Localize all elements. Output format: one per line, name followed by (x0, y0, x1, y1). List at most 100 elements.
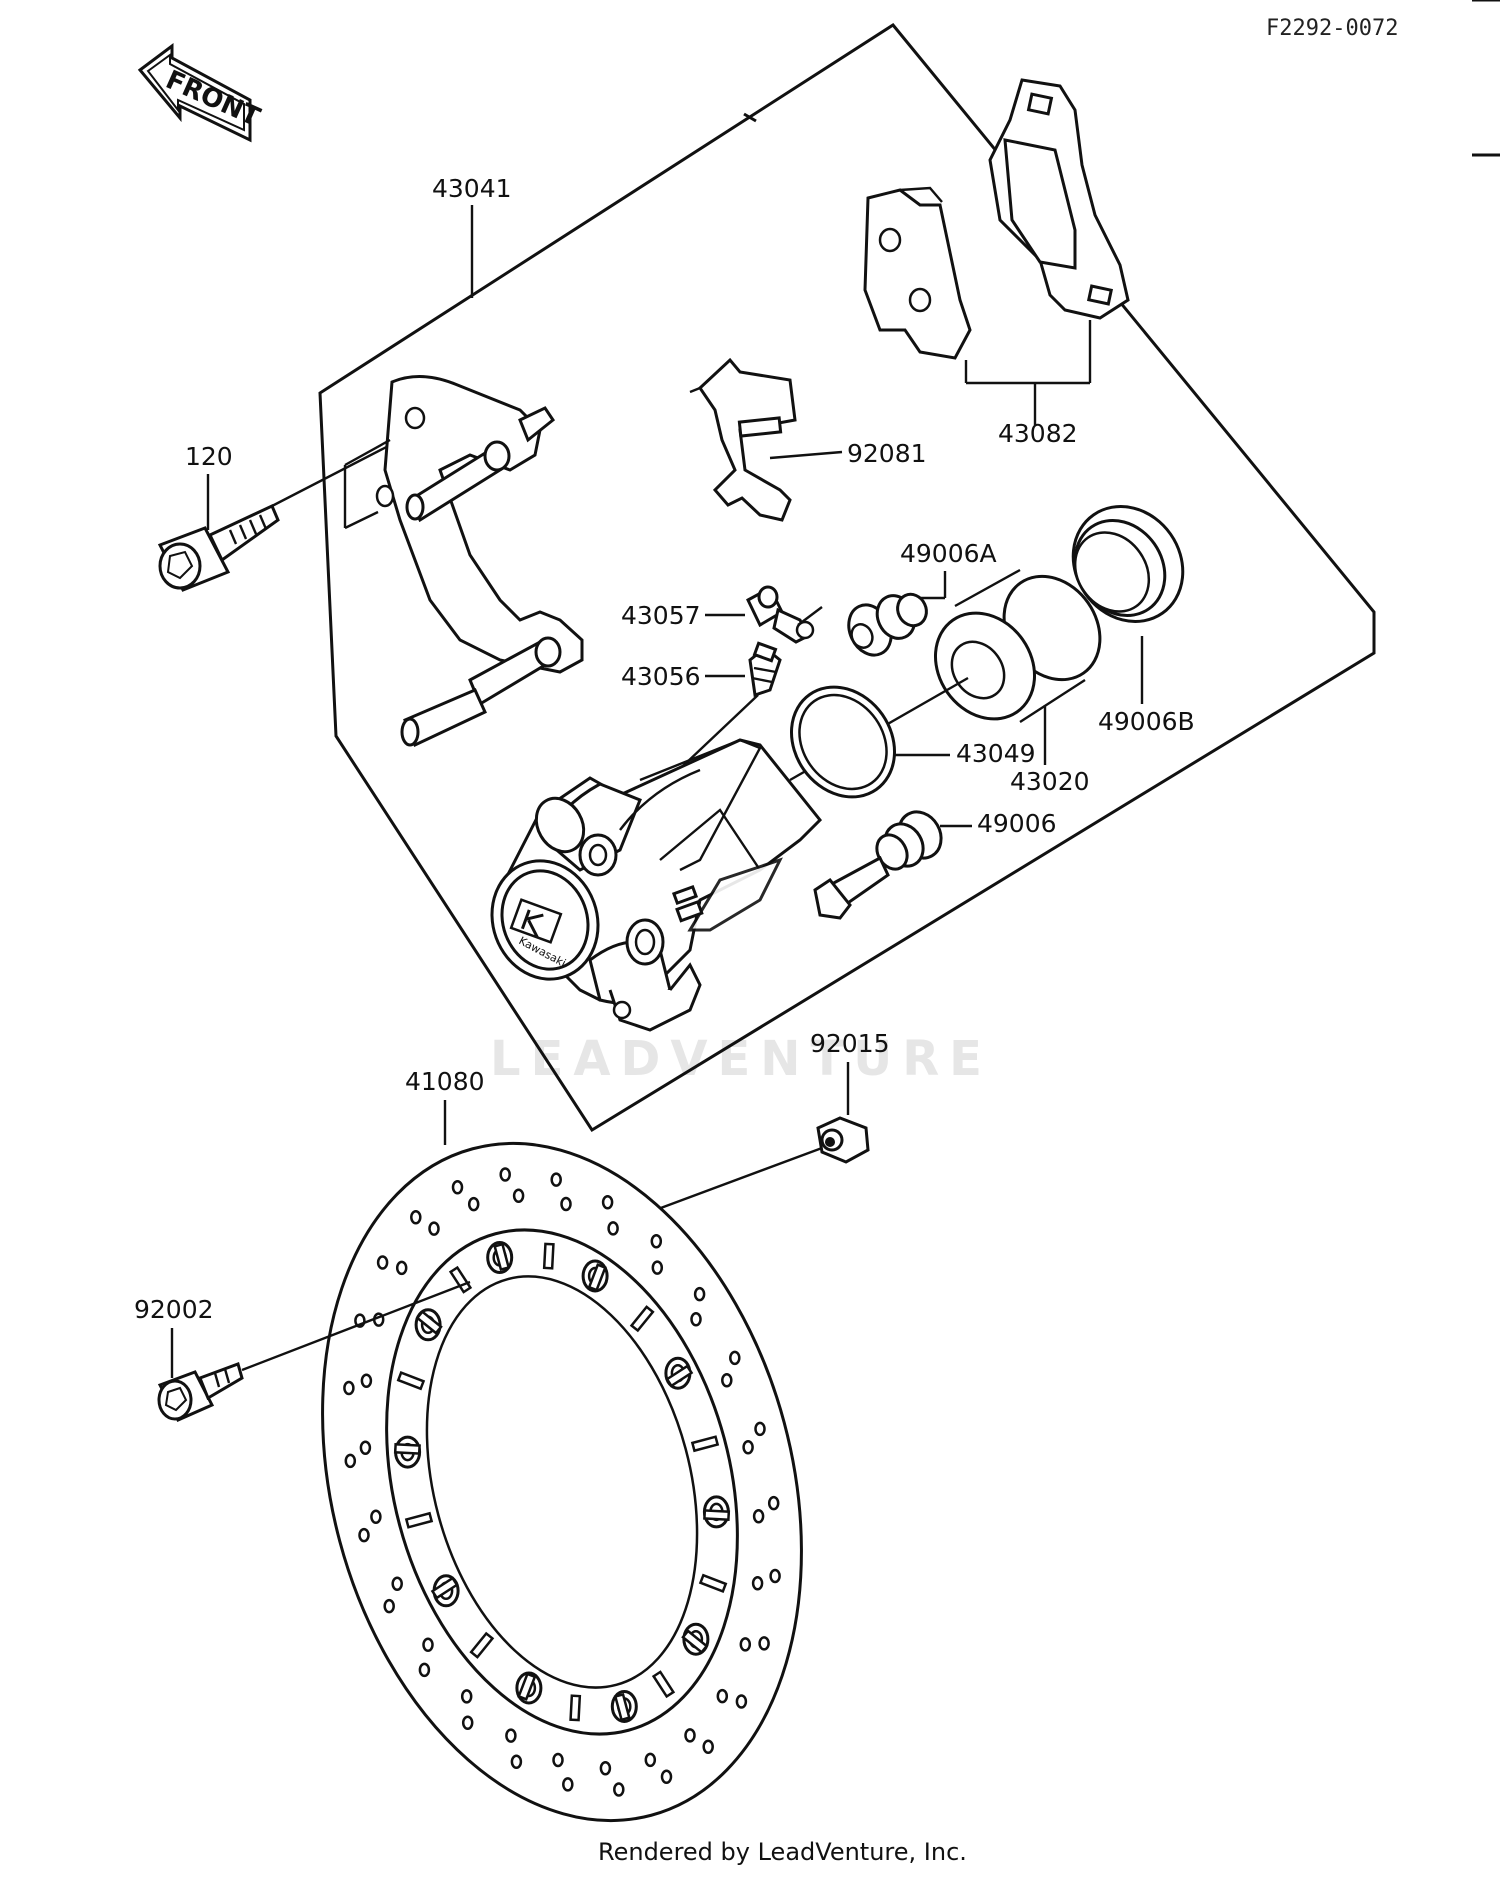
disc-drill-hole (370, 1509, 382, 1525)
disc-drill-hole (754, 1421, 766, 1437)
disc-drill-hole (359, 1440, 372, 1455)
disc-drill-hole (716, 1688, 729, 1704)
label-92015: 92015 (810, 1029, 890, 1058)
disc-slot (430, 1576, 459, 1600)
label-41080: 41080 (405, 1067, 485, 1096)
label-92002: 92002 (134, 1295, 214, 1324)
disc-slot (542, 1242, 555, 1270)
label-43056: 43056 (621, 662, 701, 691)
disc-drill-hole (735, 1694, 748, 1709)
disc-drill-hole (752, 1509, 765, 1524)
disc-slot (396, 1371, 426, 1391)
disc-drill-hole (644, 1752, 657, 1768)
drawing-code: F2292-0072 (1266, 16, 1398, 41)
disc-drill-hole (344, 1453, 357, 1469)
disc-drill-hole (769, 1568, 781, 1584)
piston-seal-43049-icon (789, 685, 897, 799)
label-49006: 49006 (977, 809, 1057, 838)
disc-drill-hole (461, 1715, 474, 1731)
disc-slot (569, 1694, 582, 1722)
disc-slot (698, 1573, 728, 1593)
disc-slot (415, 1309, 443, 1335)
disc-drill-hole (343, 1380, 355, 1396)
disc-drill-hole (499, 1167, 511, 1182)
disc-drill-hole (410, 1209, 422, 1225)
nut-92015-icon (649, 1116, 870, 1214)
disc-drill-hole (690, 1311, 702, 1327)
disc-drill-hole (613, 1782, 625, 1797)
disc-drill-hole (650, 1233, 663, 1249)
disc-drill-hole (360, 1373, 373, 1388)
disc-drill-hole (607, 1221, 619, 1236)
disc-slot (651, 1670, 676, 1699)
disc-slot (690, 1435, 720, 1453)
label-43041: 43041 (432, 174, 512, 203)
front-arrow-icon: FRONT (137, 43, 264, 143)
disc-drill-hole (651, 1260, 664, 1275)
dust-boot-49006A-icon (847, 592, 928, 657)
disc-slot (493, 1242, 511, 1272)
disc-slot (393, 1442, 421, 1455)
label-49006B: 49006B (1098, 707, 1195, 736)
disc-drill-hole (660, 1769, 673, 1784)
disc-drill-hole (422, 1637, 434, 1653)
kawasaki-logo-icon (509, 898, 563, 944)
footer-credit: Rendered by LeadVenture, Inc. (598, 1838, 967, 1866)
assembly-outline (318, 23, 1376, 1133)
disc-drill-hole (552, 1752, 564, 1768)
disc-drill-hole (376, 1255, 389, 1270)
dust-seal-49006B-icon (1071, 505, 1185, 623)
disc-drill-hole (383, 1598, 395, 1614)
disc-drill-hole (418, 1662, 431, 1678)
label-43020: 43020 (1010, 767, 1090, 796)
disc-drill-hole (428, 1221, 440, 1236)
disc-drill-hole (729, 1350, 741, 1366)
disc-slot (587, 1263, 607, 1292)
watermark: LEADVENTURE (490, 1031, 992, 1087)
disc-slot (681, 1629, 709, 1655)
disc-drill-hole (467, 1196, 480, 1212)
disc-slot (469, 1631, 495, 1659)
label-49006A: 49006A (900, 539, 997, 568)
disc-drill-hole (758, 1636, 770, 1651)
caliper-body-icon: Kawasaki (490, 738, 823, 1032)
disc-slot (629, 1305, 655, 1333)
disc-slot (613, 1692, 631, 1722)
disc-slot (448, 1265, 473, 1294)
disc-drill-hole (560, 1196, 572, 1212)
brake-disc-41080-icon (321, 1141, 803, 1823)
label-43057: 43057 (621, 601, 701, 630)
label-92081: 92081 (847, 439, 927, 468)
bleeder-cap-43057-icon (746, 585, 823, 644)
disc-drill-hole (767, 1495, 780, 1511)
slide-pin-boot-49006-icon (813, 810, 943, 920)
disc-slot (517, 1672, 537, 1701)
pad-spring-92081-icon (689, 357, 797, 522)
disc-drill-hole (395, 1260, 408, 1276)
disc-drill-hole (721, 1373, 733, 1388)
disc-drill-hole (739, 1637, 752, 1652)
piston-43020-icon (789, 568, 1102, 782)
disc-drill-hole (562, 1777, 574, 1792)
disc-drill-hole (512, 1188, 525, 1203)
disc-drill-hole (391, 1576, 403, 1591)
disc-slot (665, 1364, 694, 1388)
disc-drill-hole (702, 1739, 714, 1755)
label-120: 120 (185, 442, 233, 471)
disc-drill-hole (510, 1754, 523, 1770)
bolt-92002-icon (157, 1280, 471, 1422)
bolt-120-icon (157, 438, 401, 592)
disc-drill-hole (684, 1728, 696, 1743)
disc-drill-hole (751, 1576, 764, 1591)
label-43049: 43049 (956, 739, 1036, 768)
disc-drill-hole (460, 1689, 473, 1704)
disc-drill-hole (599, 1761, 612, 1776)
disc-slot (703, 1509, 731, 1522)
disc-drill-hole (358, 1527, 370, 1543)
disc-drill-hole (601, 1194, 614, 1210)
disc-drill-hole (505, 1728, 517, 1743)
caliper-bracket-icon (343, 374, 584, 748)
disc-drill-hole (742, 1439, 754, 1455)
